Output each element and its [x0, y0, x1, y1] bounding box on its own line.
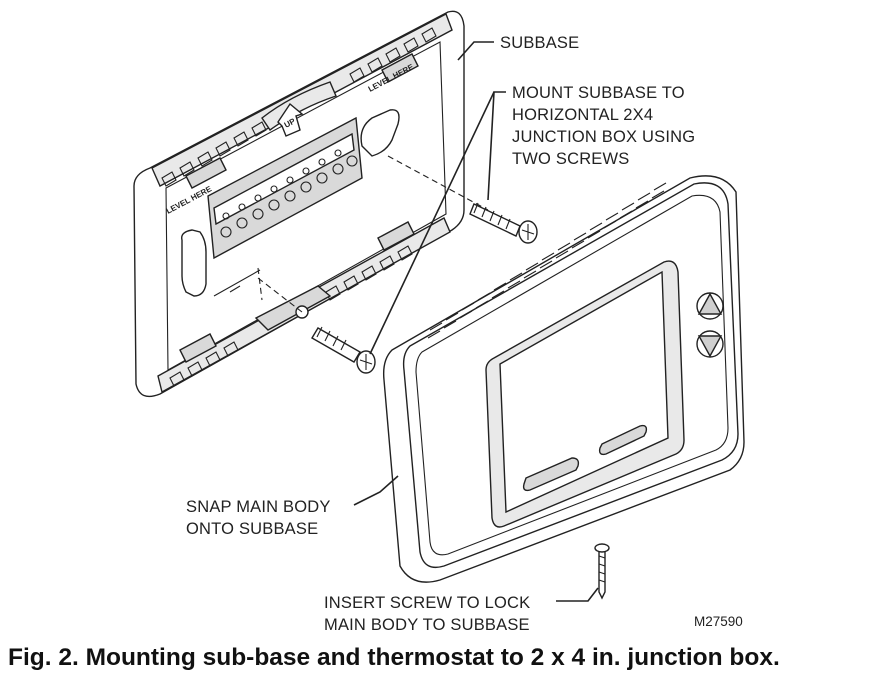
up-direction-marker: UP: [277, 102, 304, 137]
insert-callout-line-1: INSERT SCREW TO LOCK: [324, 594, 530, 612]
slot-alignment-line: [257, 267, 263, 301]
locking-screw: [594, 543, 610, 600]
mount-callout-line-1: MOUNT SUBBASE TO: [512, 84, 685, 102]
snap-callout-line-2: ONTO SUBBASE: [186, 520, 318, 538]
mounting-slot-left: [181, 229, 207, 297]
terminal-block: [207, 116, 363, 260]
soft-key-right: [598, 424, 648, 456]
up-arrow-icon: [697, 292, 723, 315]
subbase-callout: SUBBASE: [500, 34, 579, 52]
mount-leader-upper: [487, 91, 506, 201]
down-arrow-icon: [697, 335, 723, 358]
insert-callout: INSERT SCREW TO LOCK MAIN BODY TO SUBBAS…: [324, 594, 530, 634]
subbase-leader: [457, 41, 494, 61]
screw-alignment-line-upper: [387, 155, 489, 211]
subbase-screw-upper: [469, 202, 538, 244]
down-arrow-button: [696, 330, 724, 358]
up-arrow-button: [696, 292, 724, 320]
subbase: LEVEL HERE LEVEL HERE UP: [133, 10, 465, 398]
top-vents: [427, 182, 667, 339]
subbase-bottom-clips: [169, 221, 415, 387]
mounting-slot-right: [360, 109, 400, 157]
mount-callout-line-3: JUNCTION BOX USING: [512, 128, 695, 146]
insert-callout-line-2: MAIN BODY TO SUBBASE: [324, 616, 530, 634]
mount-callout-line-2: HORIZONTAL 2X4: [512, 106, 653, 124]
snap-leader: [353, 475, 399, 506]
mount-callout-line-4: TWO SCREWS: [512, 150, 630, 168]
insert-leader: [556, 587, 599, 602]
thermostat-main-body: [382, 175, 745, 583]
mount-leader-lower: [369, 91, 495, 355]
mount-callout: MOUNT SUBBASE TO HORIZONTAL 2X4 JUNCTION…: [512, 84, 695, 168]
snap-callout-line-1: SNAP MAIN BODY: [186, 498, 331, 516]
soft-key-left: [522, 457, 580, 492]
subbase-screw-lower: [311, 326, 376, 374]
figure-caption: Fig. 2. Mounting sub-base and thermostat…: [8, 644, 780, 671]
drawing-code: M27590: [694, 614, 743, 629]
snap-callout: SNAP MAIN BODY ONTO SUBBASE: [186, 498, 331, 538]
